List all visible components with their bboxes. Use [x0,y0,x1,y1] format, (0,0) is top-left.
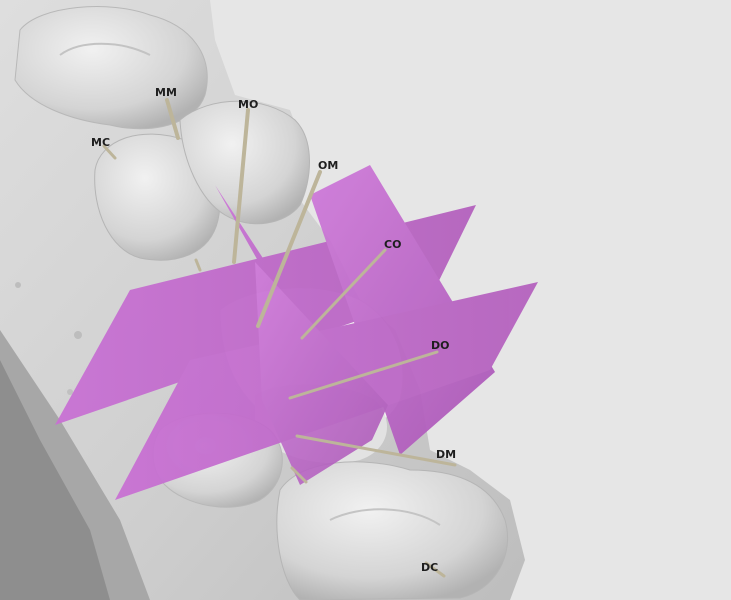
label-dc: DC [421,561,438,574]
label-co: CO [384,238,401,251]
label-mo: MO [238,98,258,111]
label-do: DO [431,339,449,352]
label-dm: DM [436,448,456,461]
label-mc: MC [91,136,110,149]
label-mm: MM [155,86,177,99]
label-om: OM [318,159,338,172]
